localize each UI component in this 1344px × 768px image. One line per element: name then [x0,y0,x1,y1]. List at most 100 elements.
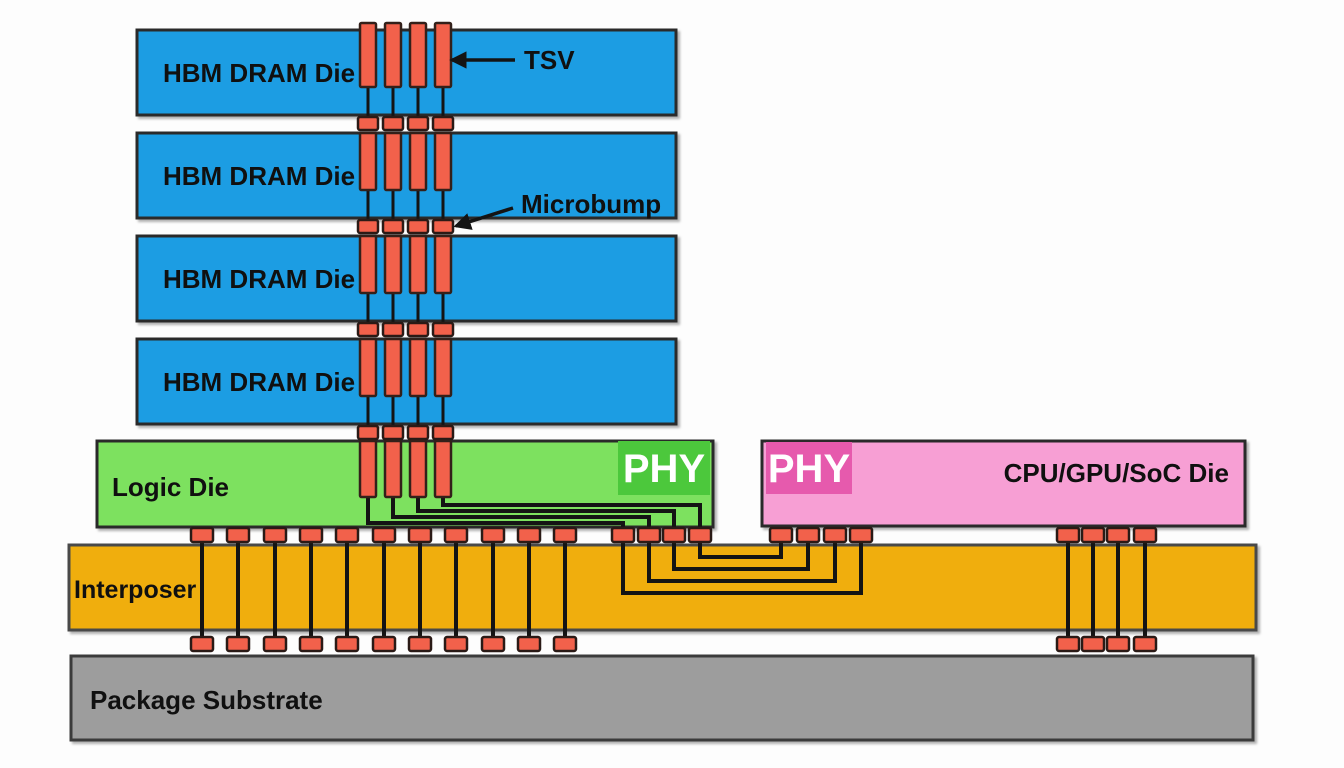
phy-interconnect-wire [647,536,837,583]
cpu-gpu-soc-die-label: CPU/GPU/SoC Die [1004,458,1229,488]
microbump [1080,635,1106,653]
microbump [822,526,848,544]
tsv [383,21,403,89]
tsv [383,337,403,398]
logic-rdl-wire [416,494,676,536]
microbump [1105,526,1131,544]
microbump [1080,526,1106,544]
microbump [1132,635,1158,653]
tsv [358,439,378,499]
microbump [443,635,469,653]
microbump [189,526,215,544]
layer-annotations: TSV Microbump [449,45,661,230]
microbump [1105,635,1131,653]
tsv [433,21,453,89]
microbump [381,321,405,338]
phy-interconnect-wire [621,536,863,595]
microbump [225,526,251,544]
microbump [795,526,821,544]
tsv [408,337,428,398]
microbump [431,321,455,338]
microbump [406,115,430,132]
tsv [358,234,378,295]
package-substrate-label: Package Substrate [90,685,323,715]
hbm-dram-die-4 [135,337,678,426]
microbump [334,526,360,544]
microbump [1132,526,1158,544]
tsv [358,21,378,89]
hbm-dram-die-3 [135,234,678,323]
microbump-label-arrow [453,206,514,230]
tsv [408,131,428,192]
hbm-dram-die-2 [135,131,678,220]
microbump [687,526,713,544]
tsv [383,439,403,499]
microbump [356,424,380,441]
hbm-dram-die-1 [135,28,678,117]
microbump [262,526,288,544]
layer-microbumps [189,115,1158,653]
microbump [480,635,506,653]
microbump [371,635,397,653]
microbump [480,526,506,544]
microbump [1055,526,1081,544]
tsv [383,131,403,192]
microbump [406,424,430,441]
cpu-phy-label: PHY [768,447,851,491]
microbump [371,526,397,544]
microbump [431,218,455,235]
microbump [552,526,578,544]
microbump [768,526,794,544]
microbump [443,526,469,544]
microbump [356,321,380,338]
cpu-phy [766,442,852,494]
microbump [381,115,405,132]
logic-rdl-wire [391,494,651,536]
microbump [262,635,288,653]
microbump [848,526,874,544]
microbump [406,321,430,338]
tsv [433,337,453,398]
logic-rdl-wire [441,494,702,536]
microbump-label: Microbump [521,189,661,219]
microbump [636,526,662,544]
tsv-label: TSV [524,45,575,75]
microbump [189,635,215,653]
tsv [408,439,428,499]
microbump [225,635,251,653]
microbump [356,115,380,132]
logic-phy-label: PHY [623,447,706,491]
logic-die-label: Logic Die [112,472,229,502]
microbump [431,424,455,441]
tsv [433,131,453,192]
hbm-dram-die-4-label: HBM DRAM Die [163,367,355,397]
microbump [516,635,542,653]
microbump [407,635,433,653]
microbump [298,635,324,653]
microbump [661,526,687,544]
tsv [358,131,378,192]
microbump [516,526,542,544]
microbump [610,526,636,544]
logic-phy [618,441,710,495]
layer-tsvs [358,21,453,499]
package-substrate [69,654,1255,742]
tsv [433,439,453,499]
microbump [552,635,578,653]
microbump [381,424,405,441]
interposer [67,543,1258,632]
hbm-dram-die-1-label: HBM DRAM Die [163,58,355,88]
microbump [298,526,324,544]
microbump [407,526,433,544]
microbump [431,115,455,132]
microbump [356,218,380,235]
hbm-dram-die-3-label: HBM DRAM Die [163,264,355,294]
tsv [408,234,428,295]
microbump [334,635,360,653]
phy-interconnect-wire [672,536,810,571]
tsv [383,234,403,295]
hbm-dram-die-2-label: HBM DRAM Die [163,161,355,191]
